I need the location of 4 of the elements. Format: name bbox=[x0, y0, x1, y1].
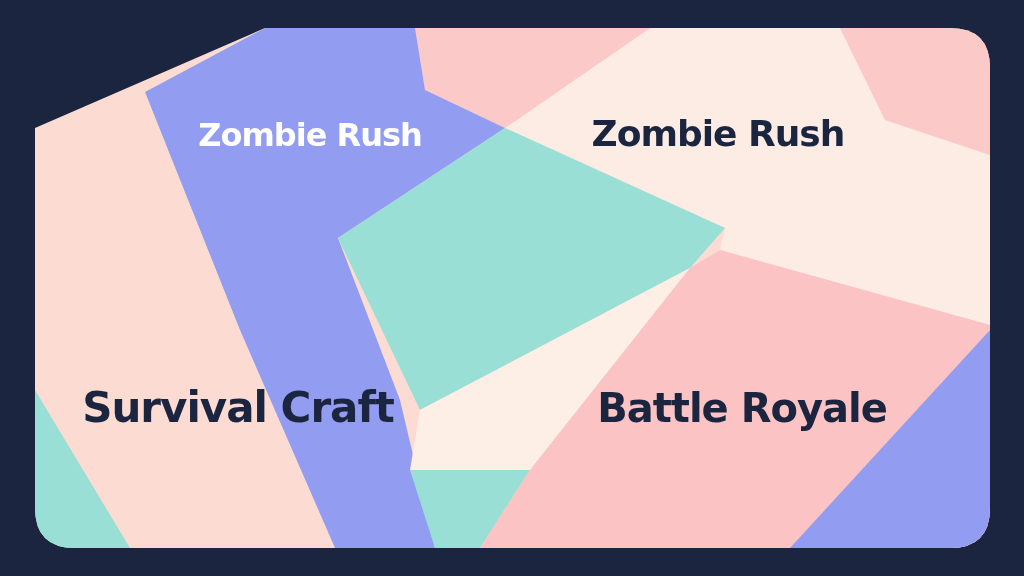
heading-text: Zombie Rush bbox=[591, 112, 845, 154]
heading-text: Zombie Rush bbox=[198, 116, 422, 154]
heading-text: Survival Craft bbox=[82, 382, 394, 432]
heading-text: Battle Royale bbox=[597, 385, 887, 431]
